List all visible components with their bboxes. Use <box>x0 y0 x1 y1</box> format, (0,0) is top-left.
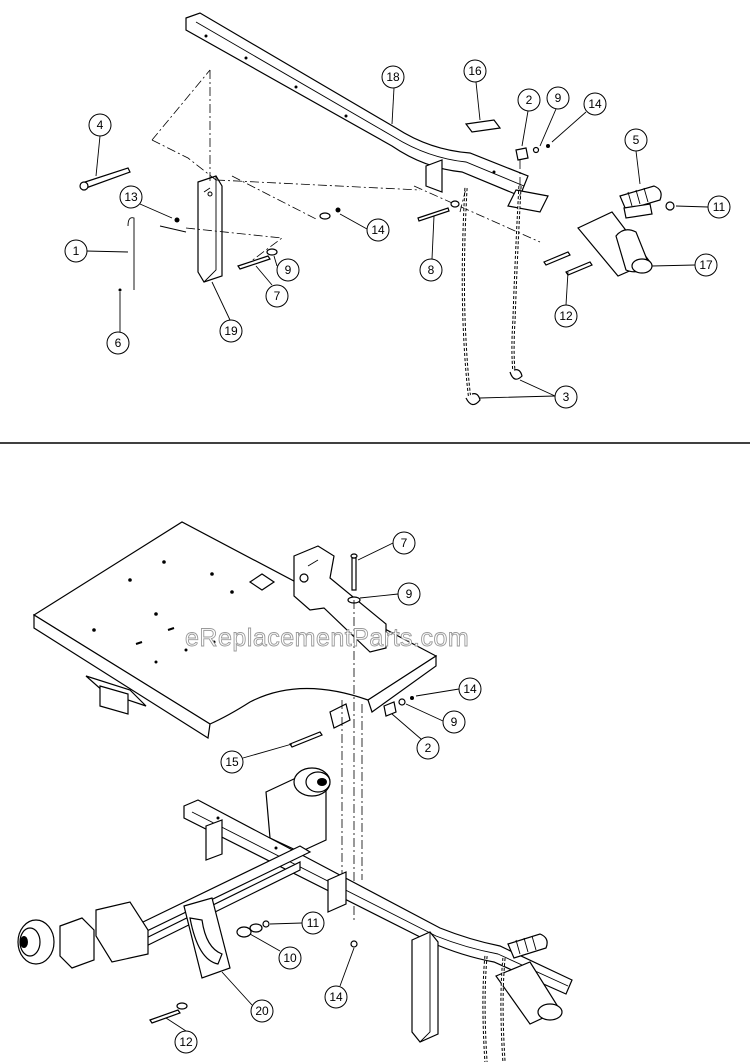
callout-20: 20 <box>250 999 274 1023</box>
callout-label: 9 <box>285 263 292 277</box>
hairpin-clip <box>127 217 135 290</box>
tongue-tube-bottom <box>183 799 573 995</box>
callout-label: 1 <box>73 244 80 258</box>
callout-16: 16 <box>463 59 487 83</box>
callout-label: 11 <box>307 916 320 930</box>
callout-4: 4 <box>88 113 112 137</box>
callout-5: 5 <box>624 128 648 152</box>
callout-label: 5 <box>633 133 640 147</box>
top-assembly <box>79 12 675 406</box>
callout-label: 13 <box>124 190 138 204</box>
winch <box>265 767 331 853</box>
cart-deck <box>32 521 438 740</box>
callout-label: 3 <box>563 390 570 404</box>
hitch-pin <box>80 167 131 189</box>
callout-label: 11 <box>713 200 726 214</box>
u-bracket <box>183 897 231 979</box>
callout-label: 14 <box>329 990 343 1004</box>
callout-label: 20 <box>255 1004 269 1018</box>
callout-label: 16 <box>468 64 482 78</box>
callout-9-bottom-b: 9 <box>442 710 466 734</box>
callout-label: 8 <box>428 263 435 277</box>
callout-11-bottom: 11 <box>301 911 325 935</box>
coupler-bottom <box>495 933 563 1025</box>
callout-label: 12 <box>179 1035 193 1049</box>
callout-label: 6 <box>115 336 122 350</box>
decal <box>464 119 502 133</box>
bottom-assembly <box>17 521 573 1062</box>
callout-17: 17 <box>694 253 718 277</box>
callout-9-bottom-a: 9 <box>397 582 421 606</box>
callout-label: 9 <box>555 91 562 105</box>
callout-label: 9 <box>406 587 413 601</box>
callout-label: 12 <box>559 309 573 323</box>
callout-14-mid: 14 <box>366 218 390 242</box>
callout-label: 9 <box>451 715 458 729</box>
tube-end-plate <box>507 189 549 213</box>
callout-12-top: 12 <box>554 304 578 328</box>
tongue-tube <box>185 12 529 197</box>
callout-15: 15 <box>220 750 244 774</box>
deck-bracket <box>248 545 387 653</box>
callout-label: 19 <box>224 324 238 338</box>
jack-bracket <box>197 175 223 283</box>
callout-label: 18 <box>386 70 400 84</box>
callout-label: 2 <box>526 93 533 107</box>
coupler <box>577 211 653 277</box>
callout-7-bottom: 7 <box>392 531 416 555</box>
callout-label: 17 <box>699 258 713 272</box>
callout-9-mid: 9 <box>276 258 300 282</box>
callout-13: 13 <box>119 185 143 209</box>
callout-label: 15 <box>225 755 239 769</box>
callout-label: 7 <box>274 289 281 303</box>
callout-6: 6 <box>106 331 130 355</box>
callout-10: 10 <box>278 946 302 970</box>
callout-12-bottom: 12 <box>174 1030 198 1054</box>
callout-label: 14 <box>463 682 477 696</box>
callout-14-bottom-b: 14 <box>324 985 348 1009</box>
tube-plate <box>425 159 443 193</box>
callout-18: 18 <box>381 65 405 89</box>
callout-11-top: 11 <box>707 195 731 219</box>
callout-1: 1 <box>64 239 88 263</box>
callouts-top: 18 16 2 9 14 4 5 13 11 14 1 <box>64 59 731 409</box>
callout-label: 2 <box>425 741 432 755</box>
callout-2: 2 <box>517 88 541 112</box>
axle <box>17 845 312 969</box>
callout-2-bottom: 2 <box>416 736 440 760</box>
callout-label: 14 <box>588 97 602 111</box>
watermark-text: eReplacementParts.com <box>185 624 469 652</box>
callout-label: 10 <box>283 951 297 965</box>
callout-8: 8 <box>419 258 443 282</box>
callout-19: 19 <box>219 319 243 343</box>
callout-label: 14 <box>371 223 385 237</box>
callout-label: 7 <box>401 536 408 550</box>
safety-latch <box>619 185 662 219</box>
callouts-bottom: 7 9 14 9 15 2 11 10 14 20 12 <box>165 531 482 1054</box>
callout-14-bottom-a: 14 <box>458 677 482 701</box>
callout-7-top: 7 <box>265 284 289 308</box>
callout-3: 3 <box>554 385 578 409</box>
callout-14-top: 14 <box>583 92 607 116</box>
callout-label: 4 <box>97 118 104 132</box>
callout-9-top: 9 <box>546 86 570 110</box>
